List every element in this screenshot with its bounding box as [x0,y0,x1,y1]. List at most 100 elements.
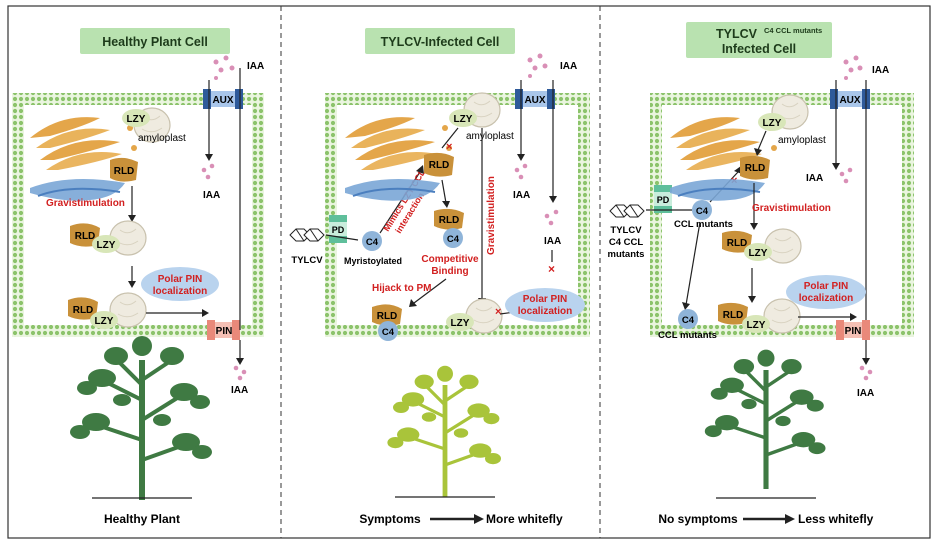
svg-text:AUX: AUX [839,95,860,106]
membrane-bottom [12,325,264,337]
healthy-tree-icon-mutant [703,347,828,491]
polar-pin-ellipse [141,267,219,301]
healthy-tree-icon [68,334,214,502]
no-symptoms-label: No symptoms [658,512,738,526]
svg-text:RLD: RLD [439,215,460,226]
panel-mutant: TYLCV C4 CCL mutants Infected Cell PD TY… [608,22,914,526]
gravistimulation-label: Gravistimulation [46,198,125,209]
symptomatic-plant-icon [385,364,503,499]
pin-label: PIN [216,326,233,337]
svg-text:C4 CCL mutants: C4 CCL mutants [764,26,822,35]
competitive-label: Competitive [421,254,479,265]
svg-text:C4: C4 [382,327,395,338]
bottom-label-healthy: Healthy Plant [104,512,180,526]
svg-text:LZY: LZY [95,316,114,327]
svg-text:IAA: IAA [806,173,823,184]
title-infected: TYLCV-Infected Cell [381,35,500,49]
svg-text:LZY: LZY [763,118,782,129]
svg-text:RLD: RLD [429,160,450,171]
symptoms-label: Symptoms [359,512,421,526]
amyloplast-label: amyloplast [138,133,186,144]
svg-text:TYLCV: TYLCV [610,225,642,236]
svg-text:RLD: RLD [727,238,748,249]
c4-icon [362,231,382,251]
title-box-healthy [80,28,230,54]
svg-text:LZY: LZY [127,114,146,125]
svg-text:Gravistimulation: Gravistimulation [486,176,497,255]
svg-text:LZY: LZY [749,248,768,259]
iaa-label-top: IAA [247,61,264,72]
svg-text:LZY: LZY [451,318,470,329]
hijack-label: Hijack to PM [372,283,431,294]
whitefly-less-label: Less whitefly [798,512,874,526]
svg-text:×: × [446,141,452,153]
svg-text:CCL mutants: CCL mutants [658,330,717,341]
svg-text:IAA: IAA [513,190,530,201]
virus-icon [289,228,325,242]
whitefly-more-label: More whitefly [486,512,563,526]
svg-text:AUX: AUX [524,95,545,106]
svg-text:localization: localization [518,306,572,317]
iaa-label-mid: IAA [203,190,220,201]
svg-text:PD: PD [332,225,345,235]
title-mutant: TYLCV [716,27,758,41]
svg-text:mutants: mutants [608,249,645,260]
svg-text:RLD: RLD [377,311,398,322]
svg-text:amyloplast: amyloplast [466,131,514,142]
iaa-label-bottom: IAA [231,385,248,396]
svg-text:IAA: IAA [544,236,561,247]
svg-text:Infected Cell: Infected Cell [722,42,796,56]
svg-text:Polar PIN: Polar PIN [804,281,848,292]
mutant-virus-icon [609,204,645,218]
svg-text:localization: localization [799,293,853,304]
arrow-right-icon [785,514,795,524]
svg-text:IAA: IAA [560,61,577,72]
svg-text:C4 CCL: C4 CCL [609,237,644,248]
panel-infected: TYLCV-Infected Cell PD TYLCV C4 Myristoy… [289,28,590,526]
panel-healthy: Healthy Plant Cell AUX PIN IAA IAA IAA [12,28,264,526]
svg-text:C4: C4 [366,237,379,248]
svg-text:RLD: RLD [114,166,135,177]
title-box-mutant [686,22,832,58]
svg-text:Gravistimulation: Gravistimulation [752,203,831,214]
arrow-right-icon [474,514,484,524]
svg-text:amyloplast: amyloplast [778,135,826,146]
outer-frame [7,5,931,539]
svg-text:RLD: RLD [723,310,744,321]
pin-icon [207,320,215,340]
svg-text:C4: C4 [447,234,460,245]
lzy-icon [122,109,150,127]
rld-icon [110,157,138,182]
svg-text:IAA: IAA [857,388,874,399]
myristoylated-label: Myristoylated [344,256,402,266]
svg-text:PIN: PIN [845,326,862,337]
svg-text:×: × [548,262,555,276]
virus-label: TYLCV [291,255,323,266]
svg-text:Binding: Binding [431,266,468,277]
svg-text:localization: localization [153,286,207,297]
title-healthy: Healthy Plant Cell [102,35,208,49]
membrane-left [12,93,24,337]
svg-text:PD: PD [657,195,670,205]
membrane-right [252,93,264,337]
svg-text:LZY: LZY [454,114,473,125]
title-box-infected [365,28,515,54]
svg-text:C4: C4 [682,315,695,326]
svg-text:LZY: LZY [97,240,116,251]
iaa-dots-icon [213,55,235,80]
svg-text:LZY: LZY [747,320,766,331]
svg-text:Polar PIN: Polar PIN [523,294,567,305]
aux-icon [203,89,211,109]
svg-text:RLD: RLD [73,305,94,316]
svg-text:RLD: RLD [75,231,96,242]
aux-label: AUX [212,95,233,106]
svg-text:C4: C4 [696,206,709,217]
membrane-top [12,93,264,105]
svg-text:Polar PIN: Polar PIN [158,274,202,285]
svg-text:RLD: RLD [745,163,766,174]
svg-text:CCL mutants: CCL mutants [674,219,733,230]
svg-text:×: × [495,306,501,318]
svg-text:IAA: IAA [872,65,889,76]
